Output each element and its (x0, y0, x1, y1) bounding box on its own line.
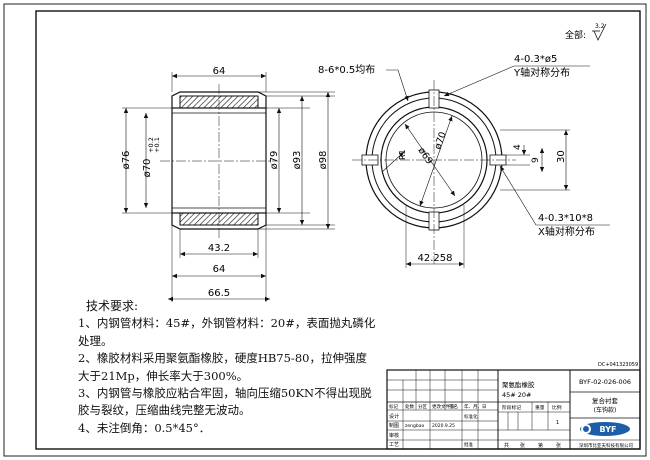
tb-zhang: 张 (556, 442, 561, 449)
requirements-title: 技术要求: (86, 299, 139, 313)
tb-approve: 批准 (464, 441, 473, 448)
dim-d70: ø70 (142, 159, 153, 178)
dim-r1: R1 (398, 149, 407, 160)
note-slots-x-line1: 4-0.3*10*8 (538, 213, 593, 224)
tb-row-label-0: 标记 (389, 403, 398, 410)
tb-one: 1 (556, 420, 559, 426)
left-section-view: 64 ø76 ø70 +0.2 +0.1 ø79 ø93 ø98 43.2 64… (121, 66, 335, 302)
tb-row-label-4: 签名 (449, 403, 458, 410)
dim-d76: ø76 (121, 151, 132, 170)
tb-steel: 45# 20# (502, 391, 532, 399)
tb-drafter: zengbao (405, 423, 424, 429)
dim-line-d70-right (419, 115, 453, 207)
tb-draw: 制图 (389, 422, 399, 429)
tb-standardize: 标准化 (464, 413, 478, 420)
tb-company: 深圳市比亚夫科技有限公司 (579, 442, 633, 449)
dim-42: 42.258 (418, 253, 453, 264)
dim-66: 66.5 (208, 288, 230, 299)
note-slots-x-line2: X轴对称分布 (538, 225, 595, 238)
tb-row-label-5: 年、月、日 (464, 403, 487, 410)
note-holes-y-line1: 4-0.3*ø5 (514, 54, 557, 65)
note-groove: 8-6*0.5均布 (318, 64, 375, 76)
company-logo-icon: BYF (580, 422, 630, 436)
tb-review: 审核 (389, 432, 399, 439)
tb-date: 2020.9.25 (432, 423, 455, 429)
surface-mark-label: 全部: (565, 29, 586, 41)
roughness-symbol-icon (592, 23, 607, 41)
technical-requirements: 技术要求: 1、内钢管材料：45#，外钢管材料：20#，表面抛丸磷化处理。 2、… (78, 298, 378, 437)
requirement-item-4: 4、未注倒角：0.5*45°． (78, 420, 211, 435)
requirement-item-2: 2、橡胶材料采用聚氨酯橡胶，硬度HB75-80，拉伸强度大于21Mp，伸长率大于… (78, 351, 367, 383)
dim-30: 30 (556, 150, 567, 163)
tb-sheets: 共 (504, 442, 509, 449)
tb-part-sub: (车钩款) (594, 406, 617, 414)
leader-holes-y (443, 65, 590, 97)
dim-d70-right: ø70 (432, 130, 448, 151)
tb-scale: 比例 (552, 404, 562, 411)
tb-sheet-of: 张 (520, 442, 525, 449)
tb-weight: 重量 (535, 404, 545, 411)
leader-slots-x (499, 165, 610, 226)
dim-d70-tol-upper: +0.2 (147, 137, 155, 153)
tb-row-label-1: 处数 (405, 403, 414, 410)
dim-d70-tol-lower: +0.1 (153, 137, 161, 153)
logo-text: BYF (600, 425, 617, 434)
dim-9: 9 (531, 157, 541, 163)
dim-64-top: 64 (213, 66, 226, 77)
tb-sheet: 第 (538, 442, 543, 449)
code-top: DC+041323059 (598, 362, 638, 368)
dim-64-bottom: 64 (213, 264, 226, 275)
inner-frame (35, 10, 641, 450)
title-block: DC+041323059 聚氨酯橡胶 45# 20# BYF-02-026 (386, 362, 641, 450)
tb-row-label-3: 更改文件号 (432, 403, 455, 410)
requirement-item-1: 1、内钢管材料：45#，外钢管材料：20#，表面抛丸磷化处理。 (78, 316, 376, 348)
tb-drawing-no: BYF-02-026-006 (579, 378, 631, 386)
dim-d79: ø79 (269, 151, 280, 170)
tb-row-label-2: 分区 (418, 403, 427, 410)
right-end-view: ø69 ø70 R1 8-6*0.5均布 4-0.3*ø5 Y轴对称分布 4-0… (318, 54, 610, 268)
dim-d98: ø98 (318, 151, 329, 170)
dim-line-r1 (381, 151, 405, 173)
tb-material: 聚氨酯橡胶 (502, 380, 535, 389)
outer-frame (3, 3, 647, 457)
dim-4: 4 (513, 144, 523, 150)
dim-d69: ø69 (416, 146, 435, 167)
tb-design: 设计 (389, 413, 399, 420)
leader-groove (386, 69, 409, 102)
requirement-item-3: 3、内钢管与橡胶应粘合牢固，轴向压缩50KN不得出现脱胶与裂纹，压缩曲线完整无波… (78, 386, 372, 418)
tb-process: 工艺 (389, 442, 399, 448)
dim-43: 43.2 (208, 243, 230, 254)
dim-d93: ø93 (292, 151, 303, 170)
roughness-value: 3.2 (595, 23, 605, 30)
note-holes-y-line2: Y轴对称分布 (513, 66, 570, 79)
tb-part-name: 复合衬套 (592, 396, 619, 405)
tb-stage: 阶段标记 (502, 404, 521, 411)
